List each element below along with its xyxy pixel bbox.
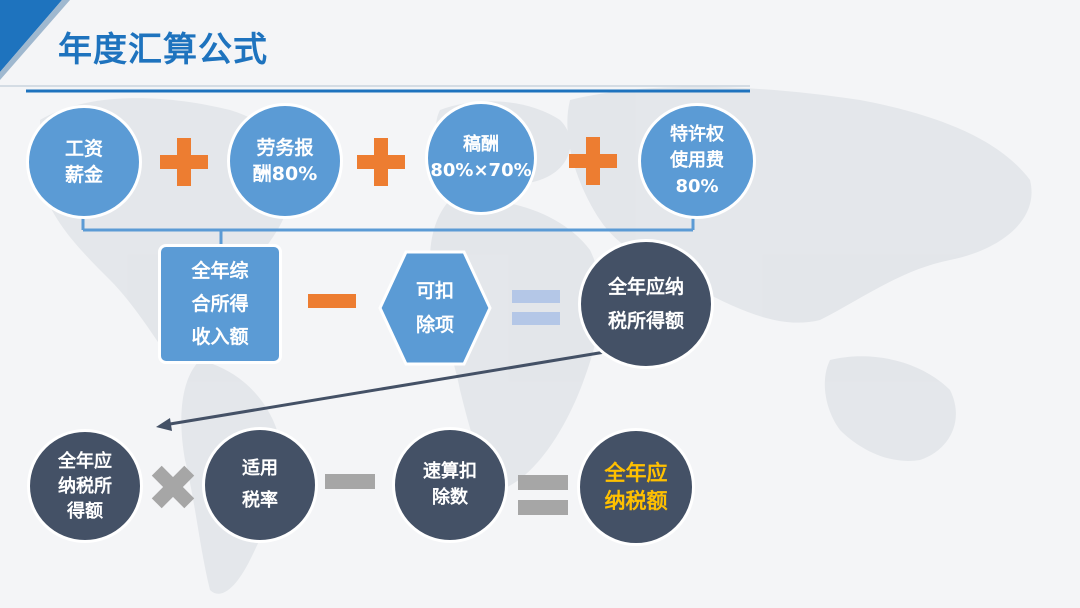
- minus-icon: [325, 474, 375, 489]
- annual-income-box: 全年综 合所得 收入额: [158, 244, 282, 364]
- equals-icon: [512, 290, 560, 325]
- arrow-icon: [156, 350, 606, 431]
- formula-item-labor: 劳务报 酬80%: [227, 103, 343, 219]
- taxable-income-circle-2: 全年应 纳税所 得额: [27, 429, 143, 543]
- quick-deduction-circle: 速算扣 除数: [392, 427, 508, 543]
- annual-tax-payable-circle: 全年应 纳税额: [577, 428, 695, 546]
- plus-icon: [160, 138, 208, 186]
- title-divider: [0, 85, 750, 93]
- formula-item-salary: 工资 薪金: [26, 105, 142, 219]
- deductions-label: 可扣 除项: [415, 280, 454, 336]
- equals-icon: [518, 475, 568, 515]
- minus-icon: [308, 294, 356, 308]
- tax-rate-circle: 适用 税率: [202, 427, 318, 543]
- deductions-hexagon: [378, 250, 492, 366]
- plus-icon: [569, 137, 617, 185]
- multiply-icon: [151, 465, 195, 509]
- taxable-income-circle: 全年应纳 税所得额: [578, 239, 714, 369]
- formula-item-royalty-franchise: 特许权 使用费 80%: [638, 103, 756, 219]
- formula-item-royalty-manuscript: 稿酬 80%×70%: [425, 101, 537, 215]
- plus-icon: [357, 138, 405, 186]
- page-title: 年度汇算公式: [58, 30, 268, 70]
- corner-decoration: [0, 0, 70, 80]
